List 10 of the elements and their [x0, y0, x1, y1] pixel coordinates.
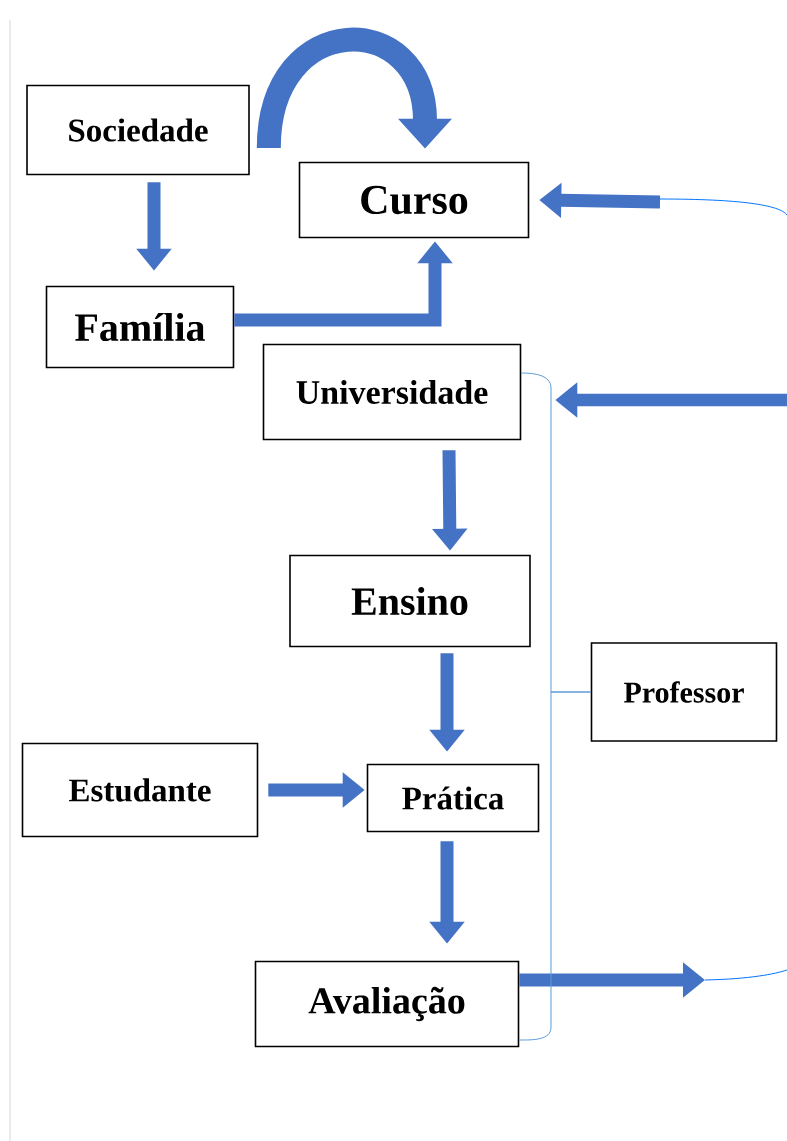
box: Professor [590, 642, 778, 742]
box: Curso [298, 161, 530, 239]
box: Universidade [262, 343, 522, 441]
box: Prática [366, 763, 540, 833]
box: Ensino [289, 554, 531, 648]
box: Família [45, 285, 235, 369]
box: Estudante [21, 742, 259, 838]
box: Avaliação [254, 960, 520, 1048]
box: Sociedade [26, 84, 250, 176]
connector-line [518, 691, 592, 1041]
